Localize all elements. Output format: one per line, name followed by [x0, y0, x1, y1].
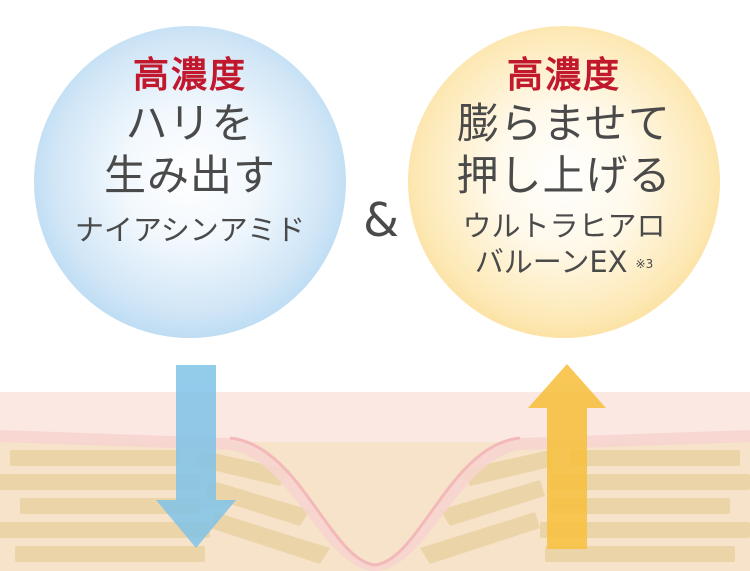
arrow-down-icon — [156, 365, 236, 548]
skin-surface-layer — [0, 392, 750, 442]
naiacinamide-circle: 高濃度 ハリを 生み出す ナイアシンアミド — [34, 26, 346, 338]
right-ingredient-line2-row: バルーンEX ※3 — [475, 244, 653, 282]
left-line1: ハリを — [125, 99, 255, 148]
skin-illustration — [0, 364, 750, 571]
right-line1: 膨らませて — [457, 99, 671, 148]
arrow-up-icon — [528, 364, 606, 549]
right-line2: 押し上げる — [456, 151, 672, 200]
wrinkle-groove — [0, 430, 750, 571]
footnote-mark: ※3 — [635, 257, 654, 271]
collagen-fibers-left — [0, 450, 330, 564]
hyaluron-circle: 高濃度 膨らませて 押し上げる ウルトラヒアロ バルーンEX ※3 — [408, 26, 720, 338]
left-heading: 高濃度 — [132, 55, 247, 96]
right-ingredient-line2: バルーンEX — [474, 245, 628, 279]
left-ingredient: ナイアシンアミド — [74, 213, 306, 247]
right-heading: 高濃度 — [506, 55, 621, 96]
right-ingredient-line1: ウルトラヒアロ — [462, 209, 666, 243]
ampersand: & — [363, 193, 399, 247]
collagen-fibers-right — [420, 450, 750, 564]
wrinkle-line — [229, 436, 521, 567]
left-line2: 生み出す — [103, 151, 276, 200]
